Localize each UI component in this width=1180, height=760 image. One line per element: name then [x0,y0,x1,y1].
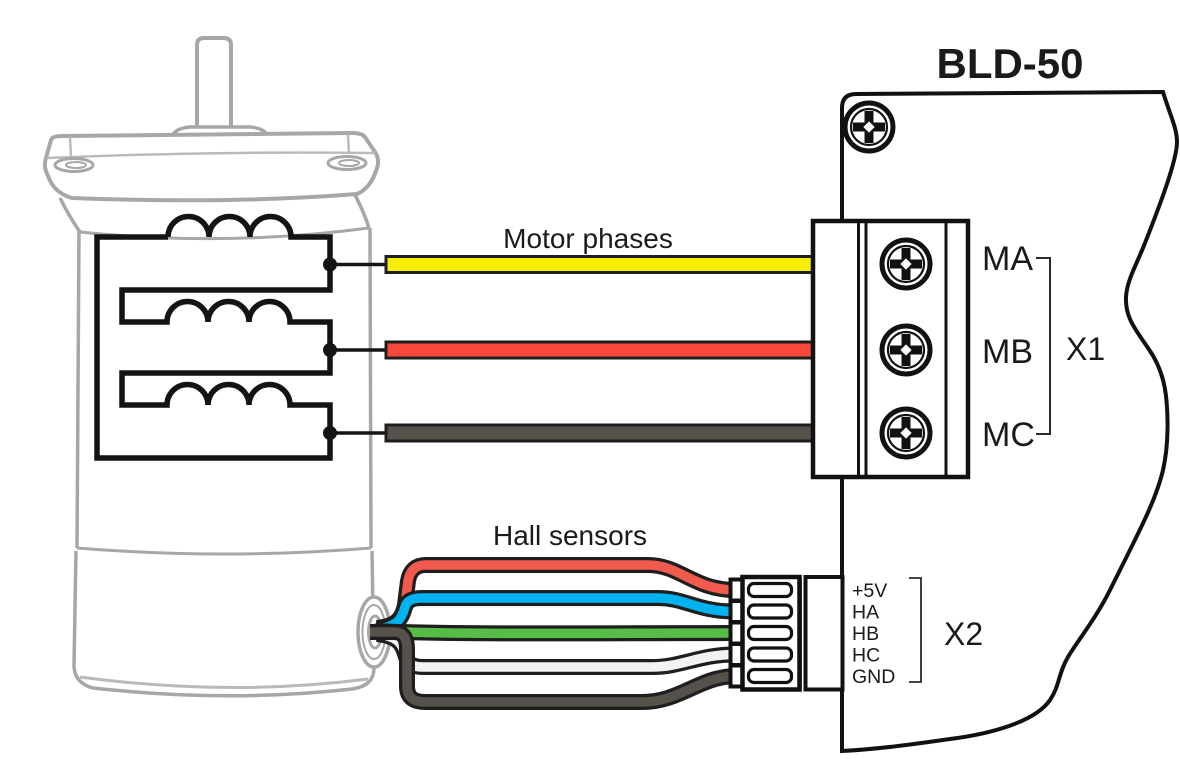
motor-body-lower [72,550,376,698]
motor-flange-facet-left [68,136,73,159]
motor-flange-front-edge [46,151,376,160]
junction-dot-b [323,343,337,357]
terminal-label-ma: MA [982,240,1033,278]
pin-label-hc: HC [852,645,880,667]
terminal-block-x1 [810,218,971,480]
pin-label-ha: HA [852,602,879,624]
motor-phases-label: Motor phases [503,223,673,254]
terminal-label-mb: MB [982,333,1033,371]
winding-coils-path [94,213,333,461]
pin-label-5v: +5V [852,580,887,602]
connector-x2 [728,574,845,692]
x2-slot-2 [746,603,794,620]
motor-neck-left [58,197,82,234]
junction-dot-c [323,426,337,440]
wire-phase-mb-red [384,340,816,360]
hall-sensors-label: Hall sensors [493,520,647,551]
motor-phase-wires [384,255,816,443]
motor-body-left-edge [75,229,81,549]
junction-dot-a [323,257,337,272]
wire-phase-ma-yellow [384,255,816,274]
mounting-hole-left-inner [65,161,87,169]
motor-flange-facet-right [346,133,351,155]
motor-flange [42,130,381,203]
wire-phase-mc-dark [384,423,816,443]
pin-label-hb: HB [852,623,879,645]
x2-slot-1 [746,581,794,599]
wire-hall-green [374,626,736,639]
x1-bracket [1036,257,1051,435]
winding-schematic [94,213,392,461]
x2-slot-4 [746,646,794,663]
motor-neck-right [353,194,371,229]
motor-shaft [195,36,233,134]
wire-hall-dark [370,627,736,707]
connector-label-x1: X1 [1066,331,1105,367]
pin-label-gnd: GND [852,666,895,688]
hall-sensor-wires [370,557,736,710]
motor-body-seam [76,546,372,556]
screw-terminal-ma-icon [882,240,930,288]
mounting-hole-right [326,155,368,171]
connector-label-x2: X2 [944,616,983,652]
device-title: BLD-50 [936,40,1083,87]
motor-bottom-rim [79,675,369,689]
terminal-label-mc: MC [982,416,1035,454]
screw-terminal-mc-icon [882,409,930,457]
x2-header [803,575,845,692]
motor-body-right-edge [368,227,373,549]
x2-bracket [909,577,922,683]
screw-icon [845,103,893,151]
mounting-hole-left [53,157,95,173]
wire-hall-blue [376,593,736,634]
motor-illustration [42,36,392,698]
x2-slot-3 [746,624,794,642]
screw-terminal-mb-icon [882,326,930,374]
x2-slot-5 [746,667,794,685]
mounting-hole-right-inner [338,159,360,167]
